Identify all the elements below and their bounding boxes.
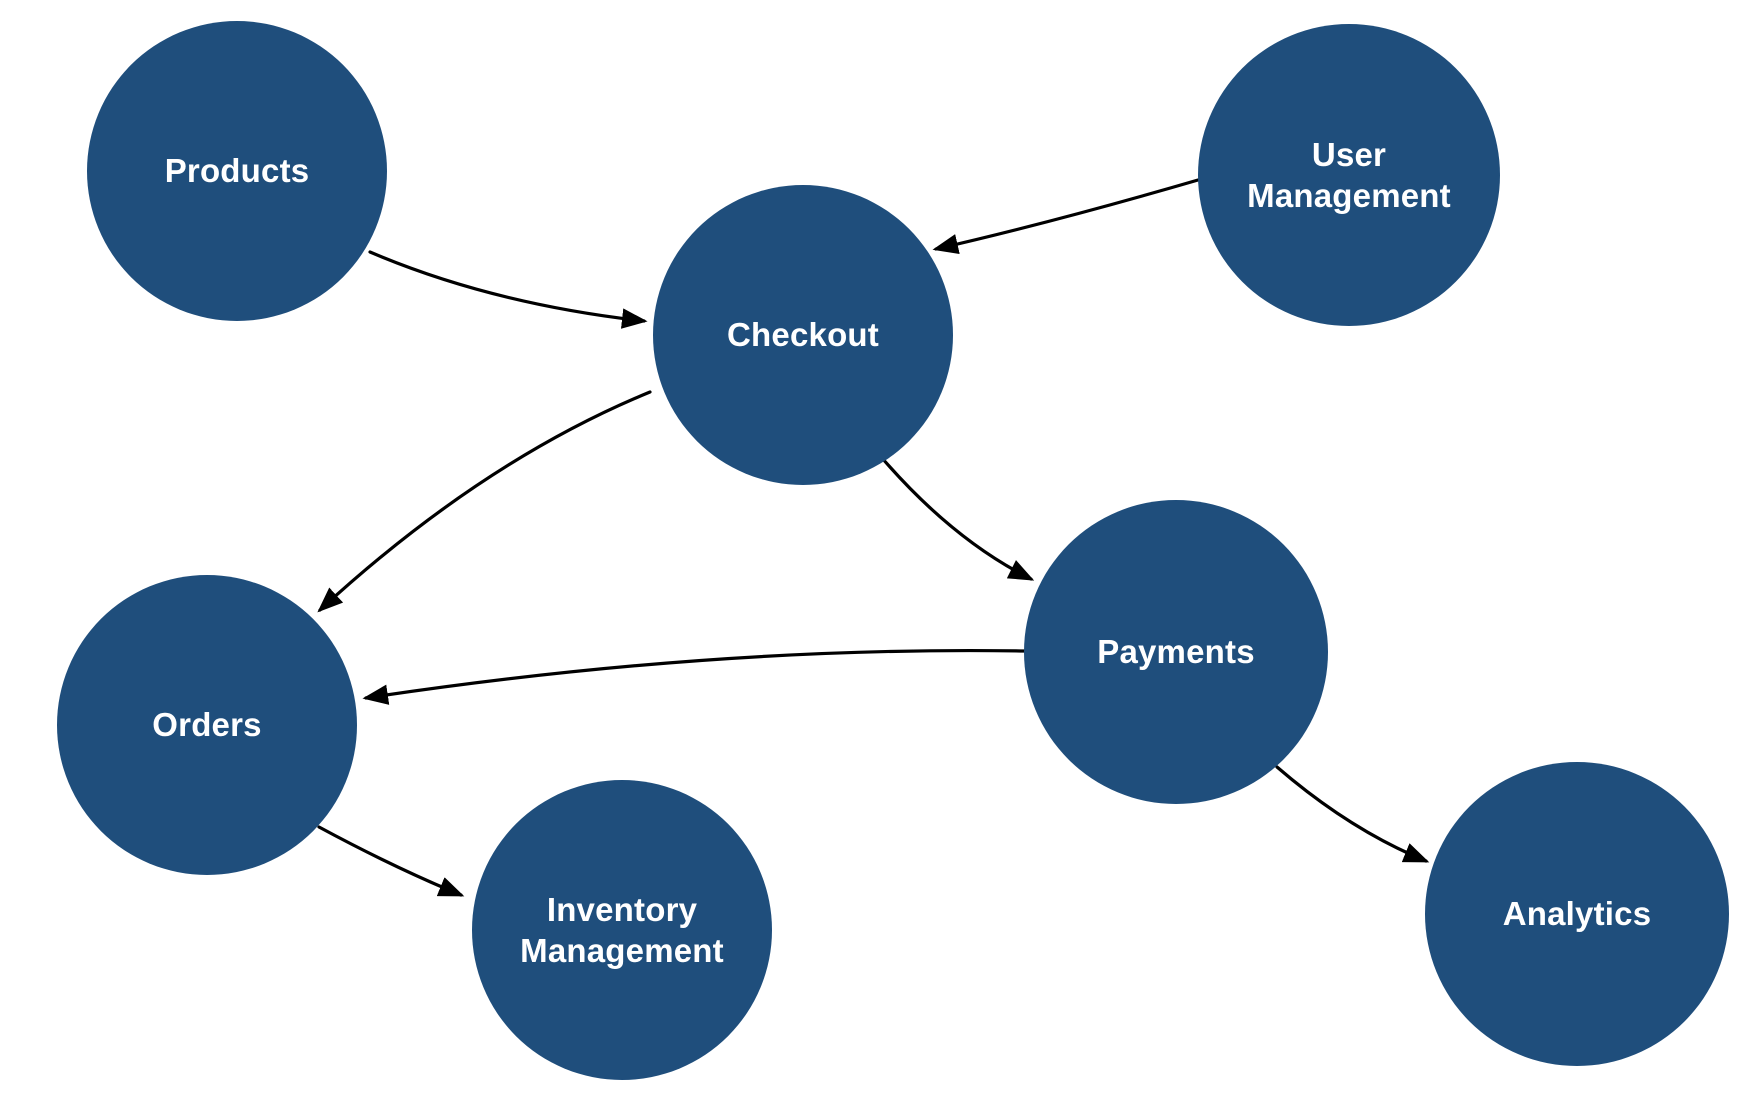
node-user-management[interactable]: User Management [1198, 24, 1500, 326]
edge-products-to-checkout [368, 250, 648, 329]
node-orders-label: Orders [152, 706, 262, 744]
node-payments-label: Payments [1097, 633, 1255, 671]
node-checkout[interactable]: Checkout [653, 185, 953, 485]
node-user-management-label: User Management [1247, 135, 1451, 214]
node-inventory-management-label: Inventory Management [520, 890, 724, 969]
node-orders[interactable]: Orders [57, 575, 357, 875]
edge-payments-to-analytics [1275, 765, 1430, 863]
node-inventory-management[interactable]: Inventory Management [472, 780, 772, 1080]
node-payments[interactable]: Payments [1024, 500, 1328, 804]
node-analytics-label: Analytics [1502, 895, 1652, 933]
node-products[interactable]: Products [87, 21, 387, 321]
edge-checkout-to-payments [880, 456, 1035, 581]
edge-orders-to-inventory-management [317, 825, 465, 897]
node-checkout-label: Checkout [727, 316, 879, 354]
edge-user-management-to-checkout [932, 178, 1200, 255]
node-analytics[interactable]: Analytics [1425, 762, 1729, 1066]
edge-checkout-to-orders [317, 390, 652, 613]
node-products-label: Products [164, 152, 310, 190]
edge-payments-to-orders [362, 648, 1027, 705]
